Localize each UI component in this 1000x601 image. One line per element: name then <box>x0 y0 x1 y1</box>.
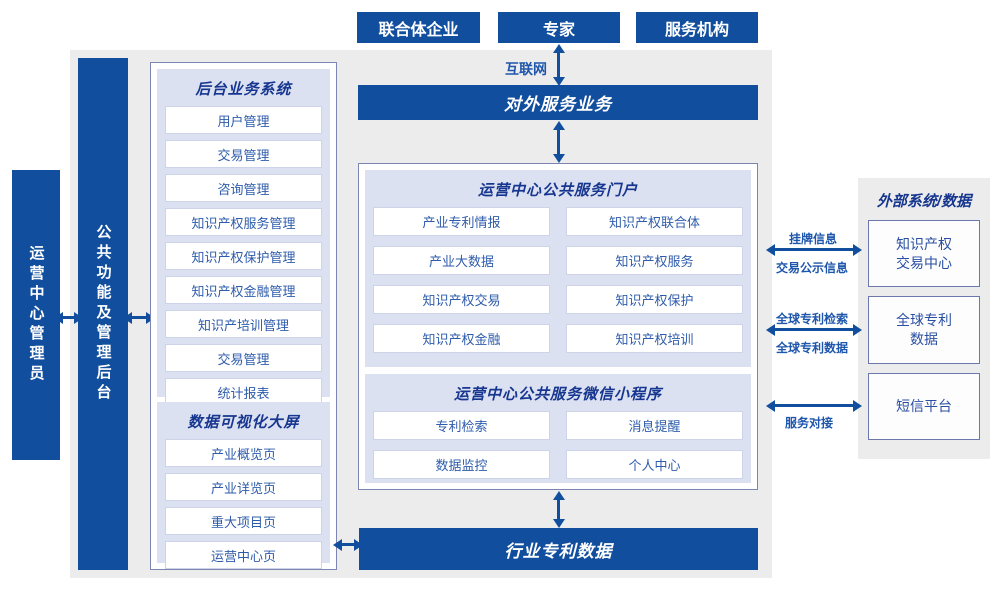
item-ip-protection: 知识产权保护 <box>566 285 743 314</box>
item-industry-overview-page: 产业概览页 <box>165 439 322 467</box>
listing-info-label: 挂牌信息 <box>788 232 837 246</box>
external-systems-title: 外部系统/数据 <box>876 193 972 210</box>
operations-admin-bar: 运营中心管理员 <box>12 170 60 460</box>
public-service-portal-title: 运营中心公共服务门户 <box>477 182 638 199</box>
internet-label: 互联网 <box>505 61 547 77</box>
global-patent-data-label: 全球专利数据 <box>775 341 848 355</box>
backend-business-items: 用户管理 交易管理 咨询管理 知识产权服务管理 知识产权保护管理 知识产权金融管… <box>165 106 322 406</box>
node-service-agency: 服务机构 <box>636 12 758 43</box>
item-patent-search: 专利检索 <box>373 411 550 440</box>
banner-to-portal-arrow <box>552 121 565 163</box>
item-message-reminder: 消息提醒 <box>566 411 743 440</box>
bar-label: 公共功能及管理后台 <box>94 224 112 404</box>
item-ip-trade: 知识产权交易 <box>373 285 550 314</box>
extbox-ip-trade-center: 知识产权 交易中心 <box>868 220 980 287</box>
node-label: 专家 <box>542 21 575 39</box>
admin-backend-arrow <box>54 311 83 324</box>
ip-trade-center-arrow <box>766 243 862 256</box>
item-industry-detail-page: 产业详览页 <box>165 473 322 501</box>
item-statistics-report: 统计报表 <box>165 378 322 406</box>
item-industry-big-data: 产业大数据 <box>373 246 550 275</box>
item-ip-consortium: 知识产权联合体 <box>566 207 743 236</box>
item-major-project-page: 重大项目页 <box>165 507 322 535</box>
data-visualization-title: 数据可视化大屏 <box>187 414 300 431</box>
node-label: 联合体企业 <box>378 21 459 39</box>
bar-label: 运营中心管理员 <box>27 245 45 385</box>
extbox-sms-platform: 短信平台 <box>868 373 980 440</box>
item-trade-management: 交易管理 <box>165 140 322 168</box>
service-docking-label: 服务对接 <box>784 416 833 430</box>
extbox-global-patent-data: 全球专利 数据 <box>868 296 980 364</box>
internet-arrow <box>552 44 565 86</box>
item-consult-management: 咨询管理 <box>165 174 322 202</box>
banner-label: 对外服务业务 <box>504 95 612 114</box>
panel-to-patentdata-arrow <box>333 538 363 551</box>
global-patent-arrow <box>766 323 862 336</box>
banner-external-service: 对外服务业务 <box>358 85 758 120</box>
miniprogram-items: 专利检索 消息提醒 数据监控 个人中心 <box>373 411 743 479</box>
banner-industry-patent-data: 行业专利数据 <box>359 528 758 570</box>
item-data-monitoring: 数据监控 <box>373 450 550 479</box>
item-ip-finance-management: 知识产权金融管理 <box>165 276 322 304</box>
item-ip-service: 知识产权服务 <box>566 246 743 275</box>
trade-publicity-label: 交易公示信息 <box>775 261 848 275</box>
item-ip-protection-management: 知识产权保护管理 <box>165 242 322 270</box>
wechat-miniprogram-subpanel: 运营中心公共服务微信小程序 专利检索 消息提醒 数据监控 个人中心 <box>365 374 751 483</box>
public-function-backend-bar: 公共功能及管理后台 <box>78 58 128 570</box>
item-trade-management-2: 交易管理 <box>165 344 322 372</box>
global-patent-search-label: 全球专利检索 <box>775 312 848 326</box>
item-ip-finance: 知识产权金融 <box>373 324 550 353</box>
backend-panel-arrow <box>123 311 155 324</box>
sms-platform-arrow <box>766 399 862 412</box>
data-visualization-items: 产业概览页 产业详览页 重大项目页 运营中心页 <box>165 439 322 569</box>
wechat-miniprogram-title: 运营中心公共服务微信小程序 <box>453 386 662 403</box>
banner-label: 行业专利数据 <box>504 541 613 561</box>
item-ip-service-management: 知识产权服务管理 <box>165 208 322 236</box>
item-ip-training-management: 知识产培训管理 <box>165 310 322 338</box>
node-expert: 专家 <box>498 12 620 43</box>
item-industry-patent-intel: 产业专利情报 <box>373 207 550 236</box>
portal-to-patentdata-arrow <box>552 491 565 528</box>
node-consortium-enterprise: 联合体企业 <box>357 12 480 43</box>
portal-items: 产业专利情报 知识产权联合体 产业大数据 知识产权服务 知识产权交易 知识产权保… <box>373 207 743 353</box>
backend-business-subpanel: 后台业务系统 用户管理 交易管理 咨询管理 知识产权服务管理 知识产权保护管理 … <box>157 69 330 406</box>
node-label: 服务机构 <box>664 21 729 39</box>
item-personal-center: 个人中心 <box>566 450 743 479</box>
item-user-management: 用户管理 <box>165 106 322 134</box>
item-operations-center-page: 运营中心页 <box>165 541 322 569</box>
backend-business-title: 后台业务系统 <box>195 81 292 98</box>
public-service-portal-subpanel: 运营中心公共服务门户 产业专利情报 知识产权联合体 产业大数据 知识产权服务 知… <box>365 170 751 367</box>
data-visualization-subpanel: 数据可视化大屏 产业概览页 产业详览页 重大项目页 运营中心页 <box>157 402 330 569</box>
item-ip-training: 知识产权培训 <box>566 324 743 353</box>
